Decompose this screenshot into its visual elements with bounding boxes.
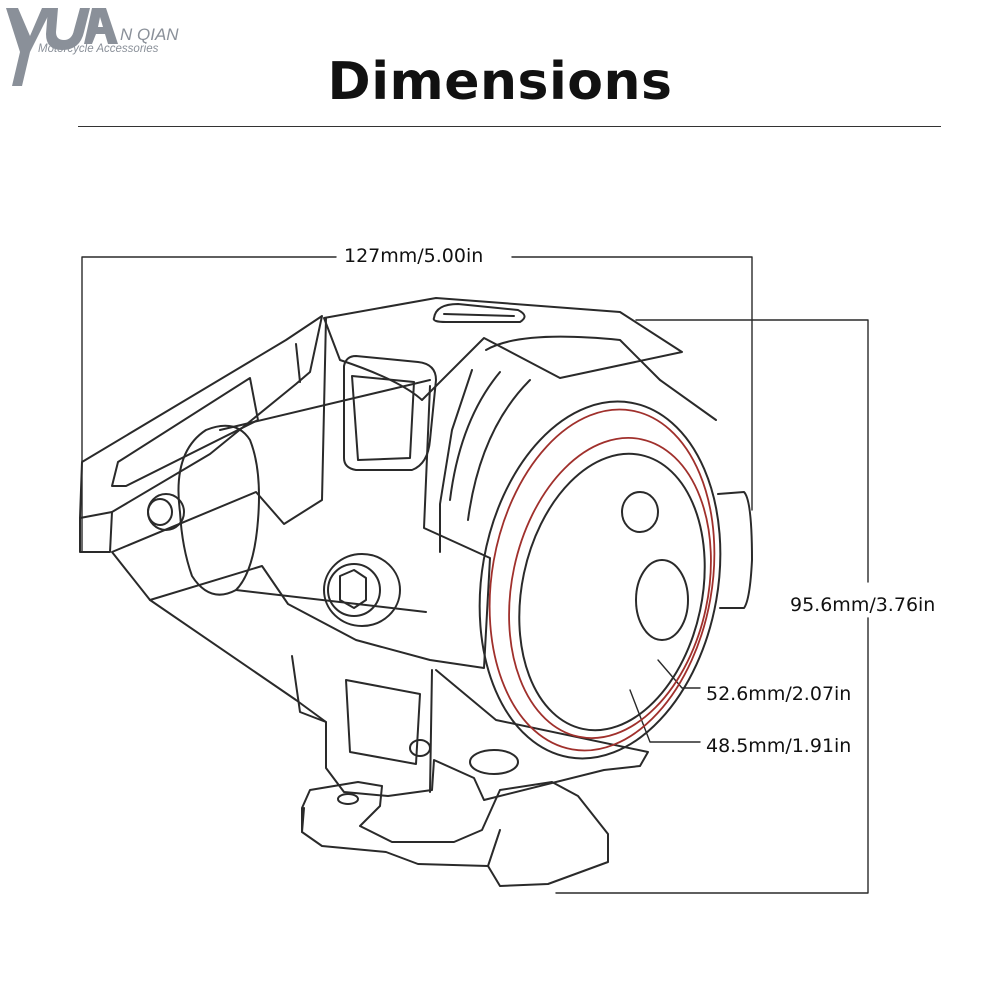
rear-housing xyxy=(177,379,431,613)
dimension-lines xyxy=(81,256,869,894)
title-divider xyxy=(78,126,941,127)
logo-tagline: Motorcycle Accessories xyxy=(38,43,159,55)
width-dimension-label: 127mm/5.00in xyxy=(338,245,490,267)
bolt-small xyxy=(147,493,185,531)
lens-inner-diameter-label: 48.5mm/1.91in xyxy=(706,735,852,757)
brand-logo: N QIAN Motorcycle Accessories xyxy=(6,8,179,86)
lens-assembly xyxy=(478,400,722,760)
bracket xyxy=(79,297,683,801)
bolt-large xyxy=(323,553,401,627)
page-title: Dimensions xyxy=(327,52,673,112)
lens-small-element xyxy=(621,491,659,533)
mounting-clamp xyxy=(301,781,609,887)
lens-outer-diameter-label: 52.6mm/2.07in xyxy=(706,683,852,705)
height-dimension-label: 95.6mm/3.76in xyxy=(790,594,936,616)
logo-mark xyxy=(6,8,118,86)
logo-name: N QIAN xyxy=(120,25,179,44)
lens-main-element xyxy=(635,559,689,641)
lamp-body xyxy=(439,335,753,609)
bolt-bottom xyxy=(409,739,519,775)
